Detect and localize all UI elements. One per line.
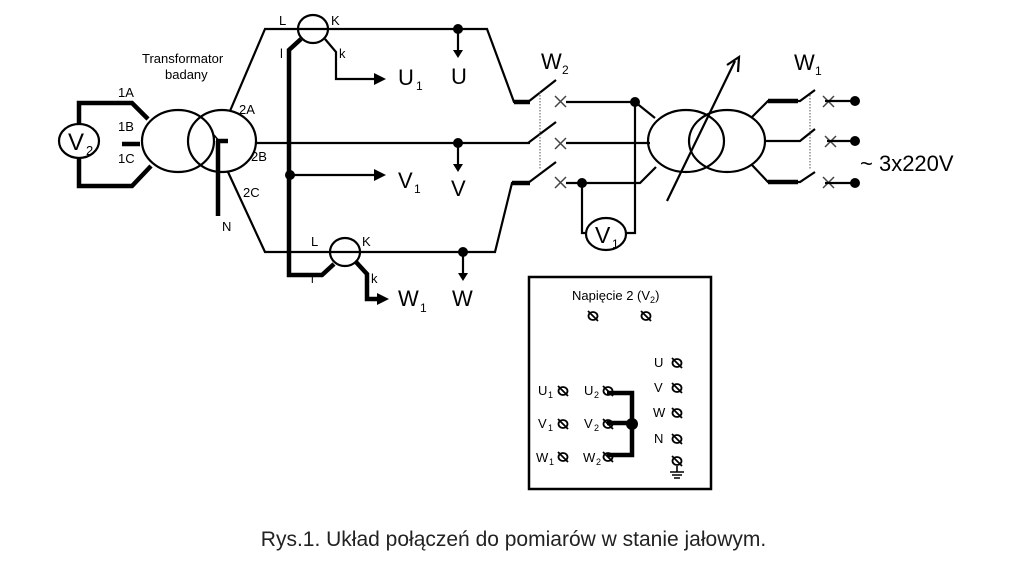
wire-phase-u	[228, 27, 530, 112]
output-u1-sub: 1	[416, 79, 423, 93]
output-u1-letter: U	[398, 65, 414, 90]
svg-text:1: 1	[548, 390, 553, 400]
svg-text:L: L	[311, 234, 318, 249]
svg-text:V: V	[654, 380, 663, 395]
voltmeter-v1: V 1	[584, 216, 628, 252]
terminal-ground	[671, 455, 683, 467]
svg-text:V: V	[584, 416, 593, 431]
terminal-1a: 1A	[118, 85, 134, 100]
transformer-label-2: badany	[165, 67, 208, 82]
svg-text:V: V	[595, 222, 611, 248]
voltmeter-v2: V 2	[57, 122, 101, 160]
terminal-u	[671, 357, 683, 369]
supply-label: ~ 3x220V	[860, 151, 954, 176]
svg-text:2: 2	[596, 457, 601, 467]
switch-w1[interactable]	[809, 95, 860, 189]
voltmeter-v2-sub: 2	[86, 143, 93, 158]
ground-icon	[670, 466, 684, 479]
phase-v-label: V	[451, 176, 466, 201]
switch-w2[interactable]	[527, 79, 567, 189]
current-transformer-bottom: L K l k	[311, 234, 378, 286]
terminal-v1	[557, 418, 569, 430]
phase-w-label: W	[452, 286, 473, 311]
svg-text:k: k	[371, 271, 378, 286]
terminal-u1	[557, 385, 569, 397]
svg-text:L: L	[279, 13, 286, 28]
switch-w2-letter: W	[541, 49, 562, 74]
svg-text:N: N	[654, 431, 663, 446]
switch-w1-sub: 1	[815, 64, 822, 78]
output-w1-letter: W	[398, 286, 419, 311]
terminal-n	[671, 433, 683, 445]
terminal-2b: 2B	[251, 149, 267, 164]
svg-text:K: K	[331, 13, 340, 28]
voltmeter-v2-letter: V	[68, 129, 84, 156]
output-w1-sub: 1	[420, 301, 427, 315]
svg-text:1: 1	[549, 457, 554, 467]
svg-text:1: 1	[612, 237, 619, 251]
terminal-w1	[557, 451, 569, 463]
ct-bottom-output-wire	[354, 260, 378, 302]
regulating-transformer	[646, 54, 767, 202]
phase-u-label: U	[451, 64, 467, 89]
transformer-label-1: Transformator	[142, 51, 224, 66]
terminal-2c: 2C	[243, 185, 260, 200]
terminal-w	[671, 407, 683, 419]
terminal-1c: 1C	[118, 151, 135, 166]
terminal-napiecie-2	[640, 310, 652, 322]
current-transformer-top: L K l k	[279, 13, 346, 61]
output-v1-letter: V	[398, 168, 413, 193]
svg-text:1: 1	[548, 423, 553, 433]
svg-text:l: l	[311, 272, 314, 286]
svg-text:W: W	[536, 450, 549, 465]
wire-phase-w	[227, 171, 530, 254]
tested-transformer	[140, 108, 258, 174]
svg-text:k: k	[339, 46, 346, 61]
terminal-v	[671, 382, 683, 394]
output-v1-sub: 1	[414, 182, 421, 196]
svg-text:V: V	[538, 416, 547, 431]
svg-text:K: K	[362, 234, 371, 249]
svg-text:U: U	[584, 383, 593, 398]
switch-w2-sub: 2	[562, 63, 569, 77]
figure-caption: Rys.1. Układ połączeń do pomiarów w stan…	[260, 528, 767, 551]
terminal-2a: 2A	[239, 102, 255, 117]
svg-text:l: l	[280, 46, 283, 61]
panel-title: Napięcie 2 (V2)	[572, 288, 659, 305]
svg-text:2: 2	[594, 423, 599, 433]
ct-common-wire	[286, 37, 336, 278]
switch-w1-letter: W	[794, 50, 815, 75]
svg-text:W: W	[653, 405, 666, 420]
wire-1a	[76, 100, 150, 124]
terminal-napiecie-1	[587, 310, 599, 322]
svg-text:U: U	[538, 383, 547, 398]
neutral-label: N	[222, 219, 231, 234]
svg-text:2: 2	[594, 390, 599, 400]
svg-text:W: W	[583, 450, 596, 465]
svg-text:U: U	[654, 355, 663, 370]
ct-top-output-wire	[324, 38, 375, 81]
terminal-1b: 1B	[118, 119, 134, 134]
wire-1c	[76, 158, 153, 189]
